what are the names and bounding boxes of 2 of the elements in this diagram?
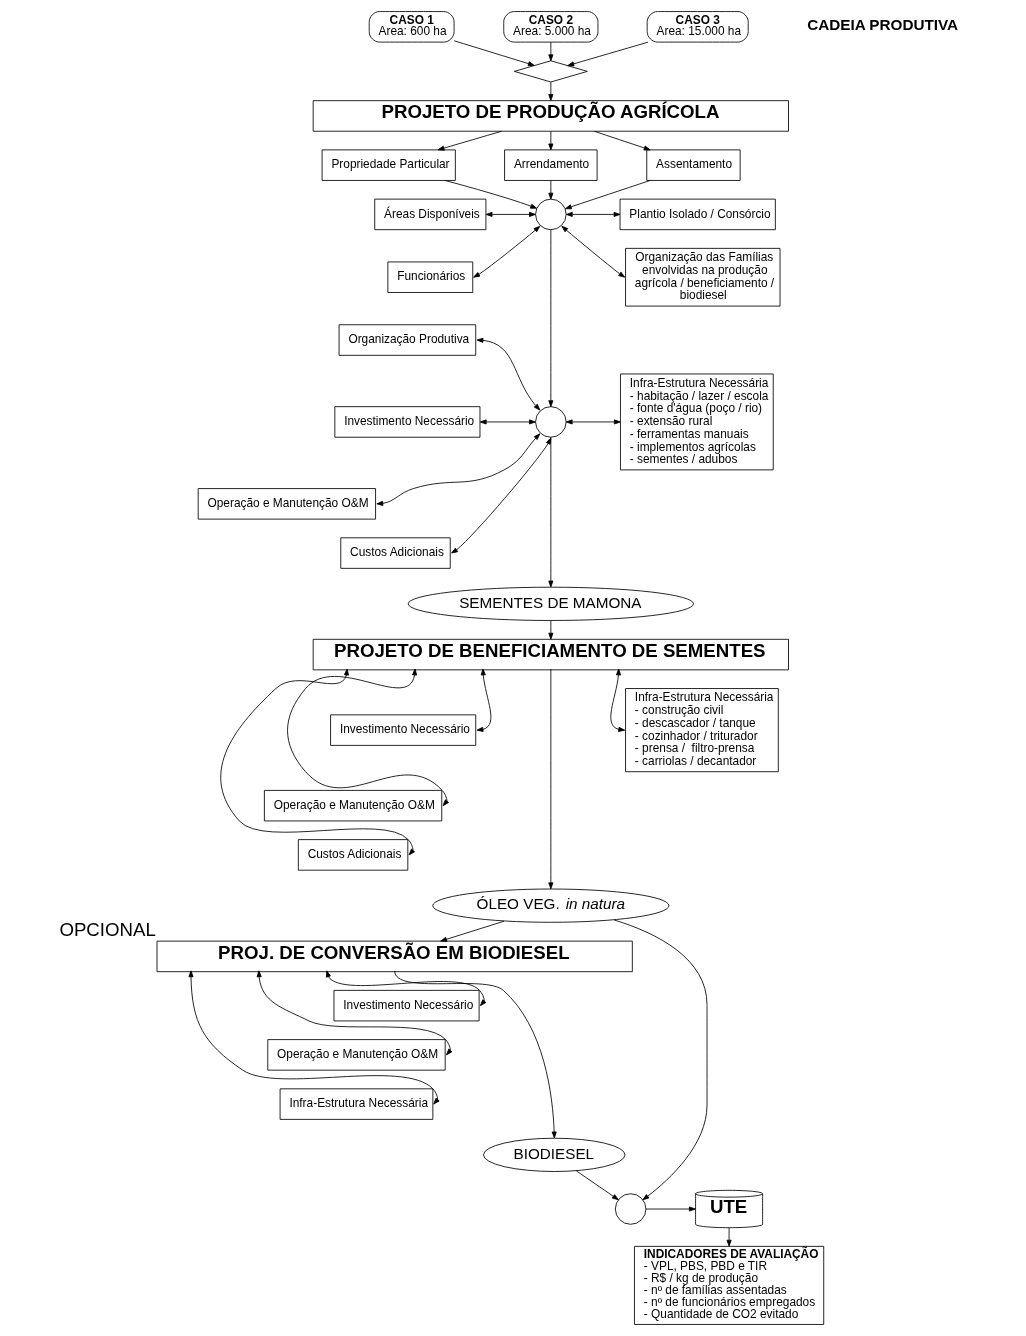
- node-label: OPCIONAL: [58, 918, 156, 940]
- label: CADEIA PRODUTIVA: [806, 15, 958, 33]
